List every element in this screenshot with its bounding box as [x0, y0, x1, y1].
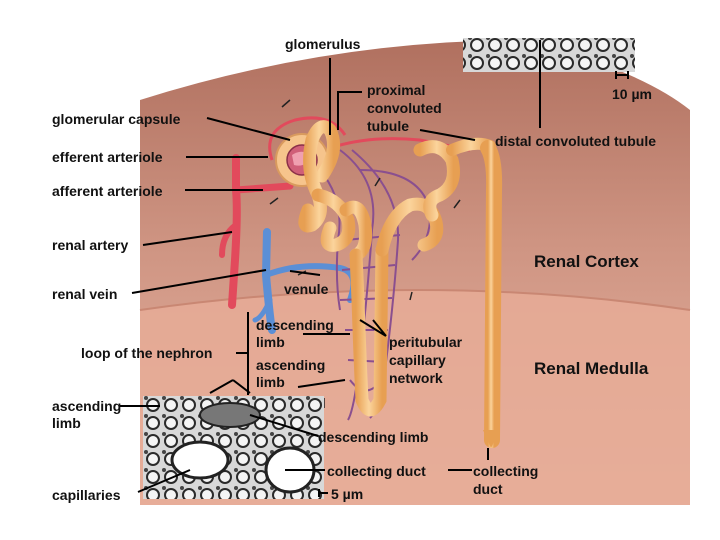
- proximal-label-line3: tubule: [367, 118, 409, 134]
- capillaries-leader: [137, 469, 191, 493]
- capillaries-label: capillaries: [52, 487, 121, 503]
- proximal-label-line2: convoluted: [367, 100, 442, 116]
- flow-arrows: [269, 99, 461, 408]
- leader-lines: [120, 58, 629, 497]
- asc-limb-leader: [297, 379, 346, 388]
- efferent-arteriole-label: efferent arteriole: [52, 149, 163, 165]
- ascending-limb-label-line1: ascending: [256, 357, 325, 373]
- scale-top-label: 10 µm: [612, 86, 652, 102]
- arrow-1: [281, 99, 291, 108]
- glomerulus-label: glomerulus: [285, 36, 361, 52]
- micrograph-top: [463, 38, 635, 72]
- renal-vein-label: renal vein: [52, 286, 117, 302]
- arrow-5: [409, 291, 413, 301]
- peritubular-label-line3: network: [389, 370, 443, 386]
- ascending-limb-label-line2: limb: [256, 374, 285, 390]
- loop-of-nephron-label: loop of the nephron: [81, 345, 212, 361]
- loop-split-leader: [209, 379, 251, 394]
- afferent-arteriole-label: afferent arteriole: [52, 183, 163, 199]
- renal-cortex-label: Renal Cortex: [534, 252, 639, 271]
- arrow-2: [269, 197, 279, 205]
- collecting-duct-label-line1: collecting: [473, 463, 538, 479]
- proximal-label-line1: proximal: [367, 82, 425, 98]
- renal-medulla-label: Renal Medulla: [534, 359, 649, 378]
- nephron-tubule-shape: [298, 120, 496, 417]
- descending-limb-label-line2: limb: [256, 334, 285, 350]
- venule-label: venule: [284, 281, 329, 297]
- glomerular-capsule-label: glomerular capsule: [52, 111, 181, 127]
- inset-ascending-label-line2: limb: [52, 415, 81, 431]
- collecting-duct-shape: [480, 140, 503, 448]
- scale-bar-bottom: [318, 489, 328, 497]
- peritubular-label-line1: peritubular: [389, 334, 463, 350]
- arrow-4: [453, 199, 461, 209]
- peritubular-leader: [359, 319, 387, 337]
- capsule-leader: [206, 117, 291, 141]
- arrow-3: [374, 177, 381, 187]
- distal-convoluted-tubule-label: distal convoluted tubule: [495, 133, 656, 149]
- renal-artery-label: renal artery: [52, 237, 128, 253]
- vein-leader: [131, 269, 267, 294]
- scale-bar-top: [615, 71, 629, 79]
- descending-limb-label-line1: descending: [256, 317, 334, 333]
- collecting-duct-inset-label: collecting duct: [327, 463, 426, 479]
- inset-ascending-label-line1: ascending: [52, 398, 121, 414]
- cortex-medulla-boundary: [139, 289, 691, 311]
- descending-limb-inset-label: descending limb: [318, 429, 428, 445]
- inset-desc-leader: [249, 414, 319, 437]
- peritubular-label-line2: capillary: [389, 352, 446, 368]
- venule-leader: [289, 270, 321, 276]
- artery-leader: [142, 231, 233, 246]
- loop-bracket: [236, 312, 249, 395]
- distal-leader: [419, 129, 476, 141]
- proximal-leader: [337, 91, 362, 130]
- collecting-duct-label-line2: duct: [473, 481, 503, 497]
- micrograph-bottom: [143, 396, 324, 499]
- efferent-arteriole-shape: [268, 116, 347, 161]
- scale-bottom-label: 5 µm: [331, 486, 363, 502]
